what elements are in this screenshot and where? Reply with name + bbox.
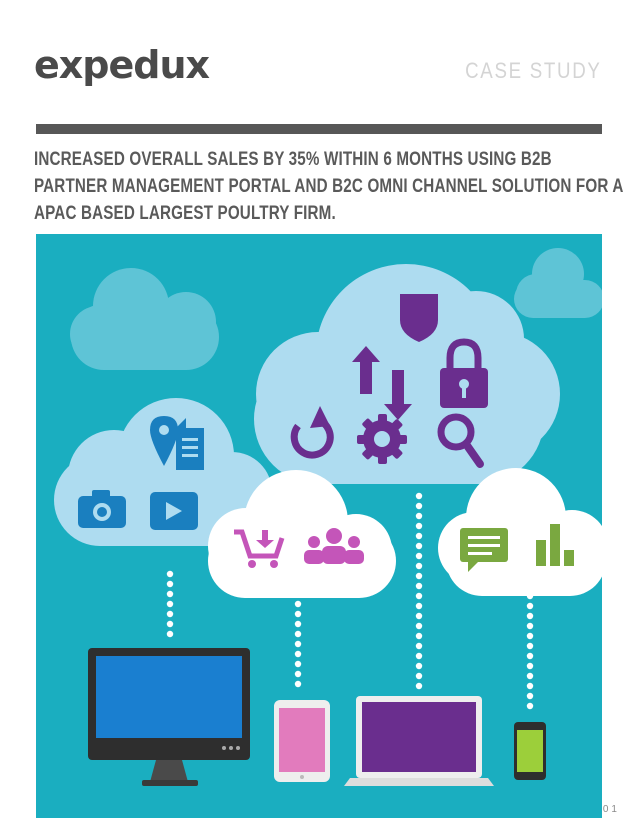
connector-monitor — [166, 570, 174, 638]
headline: Increased overall sales by 35% within 6 … — [34, 148, 623, 224]
connector-laptop — [415, 492, 423, 690]
chat-icon — [460, 528, 508, 572]
shopping-cart-icon — [234, 529, 285, 568]
faded-cloud-left — [70, 268, 219, 370]
case-study-tag: CASE STUDY — [465, 58, 602, 83]
page-number: 01 — [602, 804, 620, 815]
monitor-device — [88, 648, 250, 786]
camera-icon — [78, 490, 126, 528]
bar-chart-icon — [536, 524, 574, 566]
document-icon — [176, 418, 204, 470]
people-icon — [304, 528, 364, 564]
sort-arrows-icon — [352, 346, 412, 420]
phone-device — [514, 722, 546, 780]
undo-icon — [290, 406, 334, 459]
shield-icon — [400, 294, 438, 342]
play-icon — [150, 492, 198, 530]
logo: expedux — [34, 43, 210, 87]
magnifier-icon — [437, 413, 484, 468]
connector-phone — [526, 592, 534, 710]
connector-tablet — [294, 600, 302, 688]
location-pin-icon — [150, 416, 178, 466]
cloud-illustration — [36, 234, 602, 818]
faded-cloud-right — [514, 248, 602, 318]
header-rule — [36, 124, 602, 134]
lock-icon — [440, 338, 488, 408]
gear-icon — [357, 414, 407, 464]
tablet-device — [274, 700, 330, 782]
laptop-device — [344, 696, 494, 786]
